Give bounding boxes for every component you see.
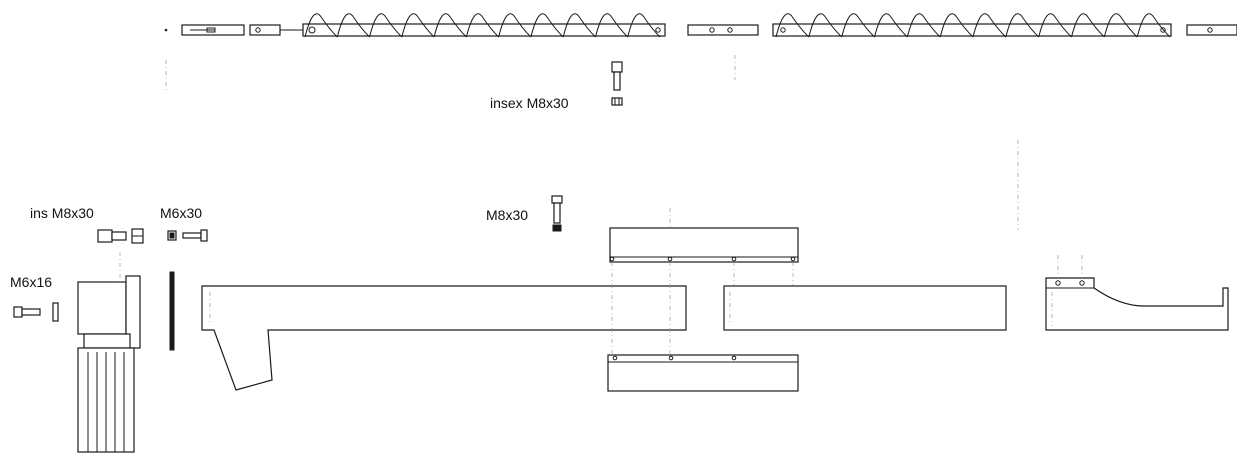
bolt-m6x16	[13, 302, 59, 322]
gear-motor	[77, 252, 141, 453]
auger-coupling	[687, 24, 759, 36]
conveyor-tube	[723, 285, 1007, 331]
bolt-m8x30	[551, 195, 563, 232]
ins-bolt-m8x30	[97, 228, 144, 244]
bottom-cover-plate	[607, 354, 799, 392]
bolt-m6x30	[167, 229, 208, 242]
auger-flight-right	[772, 13, 1172, 38]
inlet-housing	[201, 285, 687, 391]
outlet-end	[1045, 255, 1229, 331]
gasket-plate	[169, 271, 175, 351]
auger-drive-shaft	[164, 24, 281, 36]
label-m6x30: M6x30	[160, 205, 202, 221]
auger-flight-left	[280, 13, 666, 38]
insex-bolt-m8x30	[611, 61, 623, 106]
label-m8x30: M8x30	[486, 207, 528, 223]
label-ins-m8x30: ins M8x30	[30, 205, 94, 221]
auger-end-shaft	[1186, 24, 1237, 36]
label-insex-m8x30: insex M8x30	[490, 95, 569, 111]
label-m6x16: M6x16	[10, 274, 52, 290]
top-cover-plate	[609, 227, 799, 263]
